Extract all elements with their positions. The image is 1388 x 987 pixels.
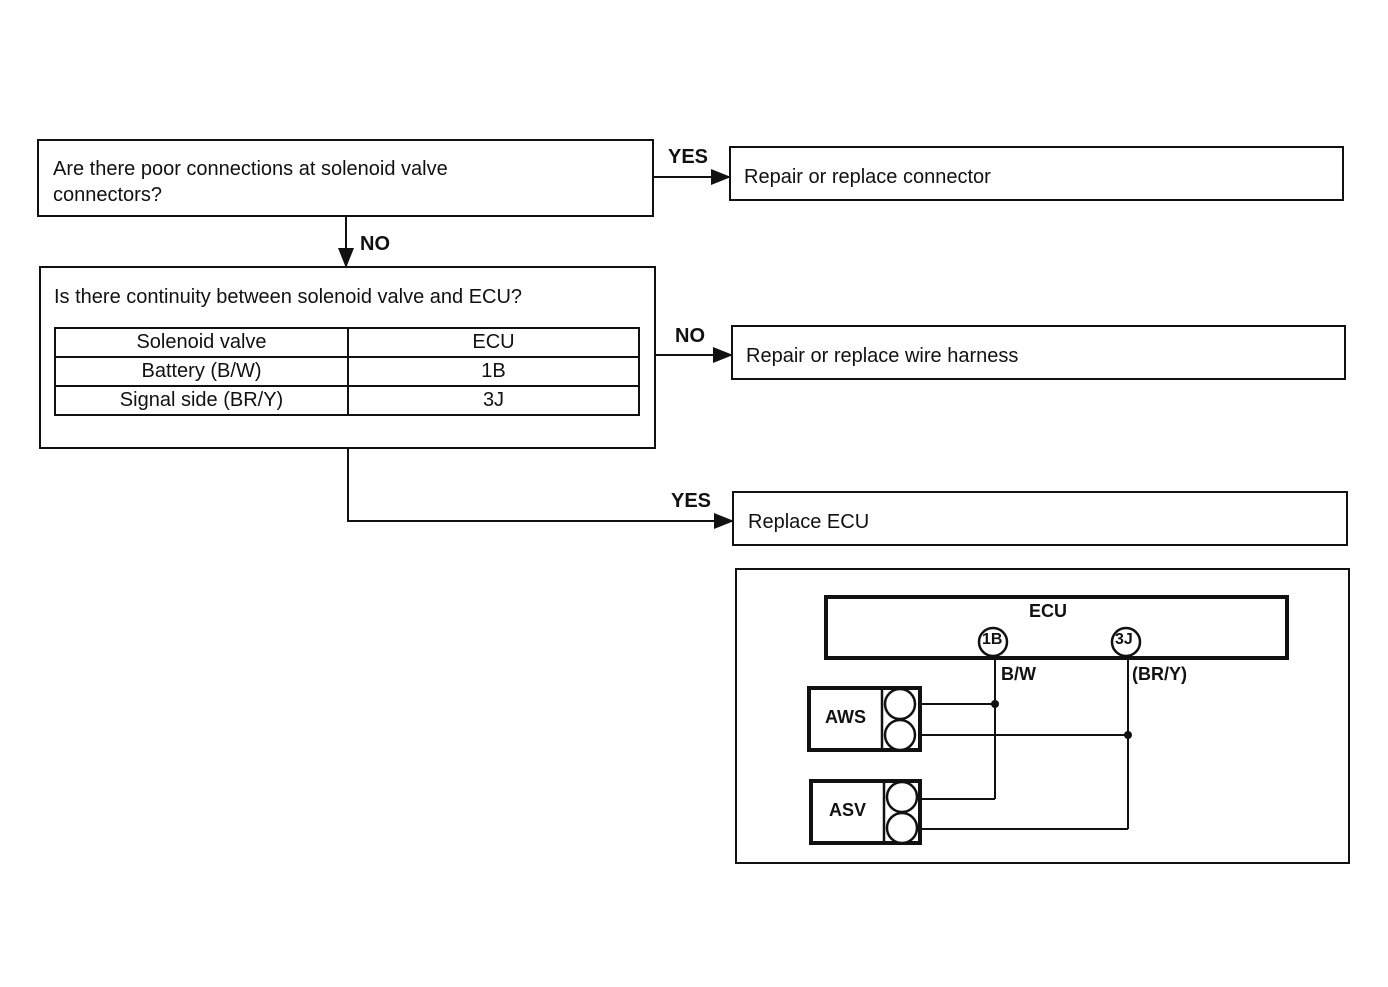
q1-yes-label: YES: [668, 146, 709, 168]
table-row: Battery (B/W) 1B: [54, 356, 640, 387]
pin-3j-label: 3J: [1115, 631, 1133, 648]
table-cell: Signal side (BR/Y): [54, 385, 349, 416]
pin-3j-circle: [1110, 626, 1142, 658]
result-repair-connector-text: Repair or replace connector: [744, 166, 991, 188]
asv-terminal-bottom: [885, 811, 919, 845]
aws-terminal-top: [883, 687, 917, 721]
result-repair-harness-box: [731, 325, 1346, 380]
continuity-table: Solenoid valve ECU Battery (B/W) 1B Sign…: [54, 327, 640, 416]
ecu-label: ECU: [1029, 601, 1068, 621]
junction-bw: [991, 700, 999, 708]
q1-no-label: NO: [360, 233, 390, 255]
result-replace-ecu-box: [732, 491, 1348, 546]
pin-1b-circle: [977, 626, 1009, 658]
asv-label: ASV: [829, 800, 867, 820]
table-cell: Battery (B/W): [54, 356, 349, 387]
table-row: Signal side (BR/Y) 3J: [54, 385, 640, 416]
question-poor-connections-line1: Are there poor connections at solenoid v…: [53, 158, 448, 180]
wire-bry-label: (BR/Y): [1132, 664, 1187, 684]
question-poor-connections-box: [37, 139, 654, 217]
junction-bry: [1124, 731, 1132, 739]
table-cell: 1B: [347, 356, 640, 387]
pin-1b-label: 1B: [982, 631, 1003, 648]
table-header-cell: ECU: [347, 327, 640, 358]
q2-no-label: NO: [675, 325, 705, 347]
aws-terminal-bottom: [883, 718, 917, 752]
question-poor-connections-line2: connectors?: [53, 184, 162, 206]
ecu-box: [824, 595, 1289, 660]
wiring-diagram-frame: [735, 568, 1350, 864]
table-cell: 3J: [347, 385, 640, 416]
q2-yes-label: YES: [671, 490, 712, 512]
question-continuity-text: Is there continuity between solenoid val…: [54, 286, 523, 308]
table-row: Solenoid valve ECU: [54, 327, 640, 358]
aws-label: AWS: [825, 707, 867, 727]
asv-terminal-top: [885, 780, 919, 814]
wire-bw-label: B/W: [1001, 664, 1036, 684]
table-header-cell: Solenoid valve: [54, 327, 349, 358]
result-repair-harness-text: Repair or replace wire harness: [746, 345, 1019, 367]
arrow-q2-yes: [347, 449, 734, 529]
result-repair-connector-box: [729, 146, 1344, 201]
result-replace-ecu-text: Replace ECU: [748, 511, 870, 533]
